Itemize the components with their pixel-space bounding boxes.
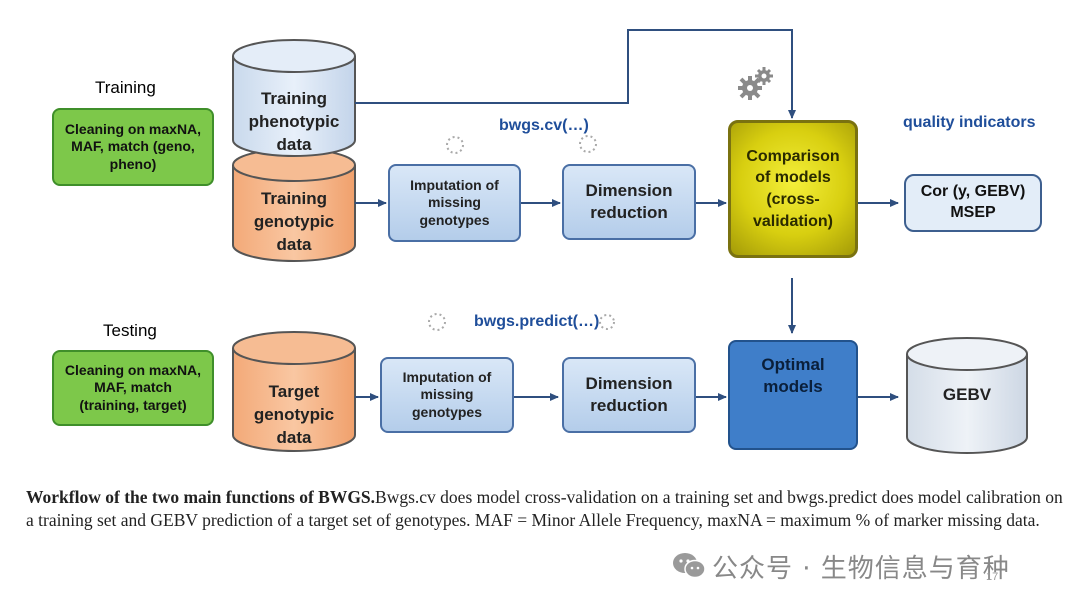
loading-spinner-icon: [428, 313, 446, 331]
bwgs-cv-label: bwgs.cv(…): [499, 117, 589, 134]
loading-spinner-icon: [579, 135, 597, 153]
bwgs-predict-label: bwgs.predict(…): [474, 313, 600, 330]
page-number: 17: [986, 571, 999, 583]
gear-icon: [738, 67, 773, 100]
training-genotypic-label: Training genotypic data: [233, 188, 355, 257]
connector-pheno-to-comparison: [355, 29, 796, 119]
loading-spinner-icon: [446, 136, 464, 154]
imputation-line: genotypes: [411, 403, 482, 420]
cylinder-label-line: data: [276, 134, 312, 154]
dimension-line: reduction: [590, 203, 668, 222]
training-phenotypic-label: Training phenotypic data: [233, 88, 355, 157]
comparison-of-models-box: Comparison of models (cross- validation): [728, 120, 858, 258]
imputation-line: missing: [428, 194, 481, 211]
comparison-line: Comparison: [746, 147, 840, 165]
training-cleaning-line: MAF, match (geno,: [71, 138, 195, 155]
wechat-icon: [673, 553, 706, 579]
training-dimension-reduction-box: Dimension reduction: [562, 164, 696, 240]
watermark-text: 公众号 · 生物信息与育种: [712, 554, 1010, 584]
caption-bold: Workflow of the two main functions of BW…: [26, 487, 376, 507]
cylinder-label-line: phenotypic: [248, 111, 340, 131]
optimal-line: Optimal: [761, 355, 825, 374]
dimension-line: Dimension: [585, 180, 673, 200]
dimension-line: reduction: [590, 396, 668, 415]
quality-result-line: MSEP: [950, 204, 996, 221]
section-label-training: Training: [95, 78, 156, 97]
imputation-line: Imputation of: [410, 176, 499, 193]
imputation-line: Imputation of: [402, 368, 492, 385]
testing-cleaning-line: (training, target): [79, 396, 187, 413]
training-phenotypic-cylinder: [232, 39, 356, 157]
cylinder-label-line: data: [276, 234, 312, 254]
testing-cleaning-box: Cleaning on maxNA, MAF, match (training,…: [52, 350, 214, 426]
quality-result-line: Cor (y, GEBV): [920, 183, 1026, 201]
training-cleaning-box: Cleaning on maxNA, MAF, match (geno, phe…: [52, 108, 214, 186]
testing-cleaning-line: MAF, match: [94, 379, 172, 396]
comparison-line: validation): [752, 212, 833, 230]
testing-imputation-box: Imputation of missing genotypes: [380, 357, 514, 433]
gebv-label: GEBV: [942, 385, 992, 404]
testing-cleaning-line: Cleaning on maxNA,: [64, 361, 202, 378]
loading-spinner-icon: [599, 314, 615, 330]
testing-dimension-reduction-box: Dimension reduction: [562, 357, 696, 433]
workflow-diagram: [232, 29, 1028, 454]
gebv-cylinder: [906, 337, 1028, 454]
cylinder-label-line: Training: [260, 189, 328, 208]
quality-result-box: Cor (y, GEBV) MSEP: [904, 174, 1042, 232]
target-genotypic-label: Target genotypic data: [233, 381, 355, 450]
optimal-line: models: [763, 377, 823, 397]
cylinder-label-line: genotypic: [253, 211, 335, 231]
training-cleaning-line: pheno): [109, 155, 157, 172]
comparison-line: of models: [755, 169, 831, 187]
section-label-testing: Testing: [103, 321, 157, 340]
dimension-line: Dimension: [585, 373, 673, 393]
cylinder-label-line: genotypic: [253, 404, 335, 424]
training-imputation-box: Imputation of missing genotypes: [388, 164, 521, 242]
cylinder-label-line: data: [276, 427, 312, 447]
figure-caption: Workflow of the two main functions of BW…: [26, 486, 1066, 532]
optimal-models-box: Optimal models: [728, 340, 858, 450]
quality-indicators-label: quality indicators: [903, 114, 1036, 131]
training-cleaning-line: Cleaning on maxNA,: [64, 120, 202, 137]
target-genotypic-cylinder: [232, 331, 356, 452]
cylinder-label-line: Training: [260, 89, 328, 108]
caption-text: Bwgs.cv does model cross-validation on a…: [26, 487, 1063, 530]
comparison-line: (cross-: [766, 191, 820, 208]
cylinder-label-line: Target: [268, 382, 320, 401]
imputation-line: missing: [420, 386, 474, 403]
imputation-line: genotypes: [419, 211, 490, 228]
